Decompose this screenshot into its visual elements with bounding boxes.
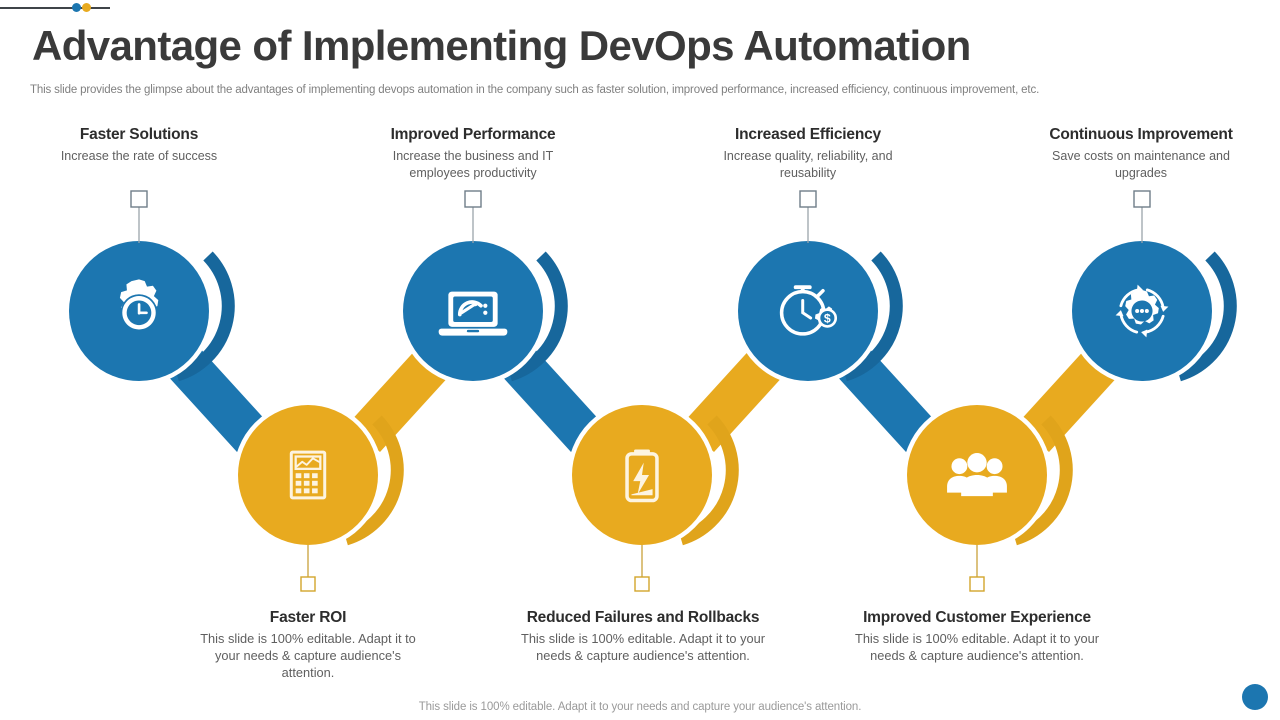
label-improved-performance: Improved Performance Increase the busine… bbox=[363, 126, 583, 181]
circle-halos bbox=[64, 236, 1217, 550]
top-body-0: Increase the rate of success bbox=[60, 149, 218, 163]
circle-reduced-failures bbox=[572, 405, 712, 545]
top-heading-0: Faster Solutions bbox=[79, 126, 199, 143]
bottom-connectors bbox=[300, 545, 985, 592]
corner-accent-dot bbox=[1242, 684, 1268, 710]
ribbon-yellow-1 bbox=[348, 334, 462, 452]
circle-continuous-improvement bbox=[1072, 241, 1212, 381]
bottom-heading-0: Faster ROI bbox=[269, 609, 347, 626]
top-heading-3: Continuous Improvement bbox=[1049, 126, 1233, 143]
gear-clock-icon bbox=[119, 279, 159, 332]
top-body-3: Save costs on maintenance and upgrades bbox=[1052, 149, 1230, 180]
top-decoration-line bbox=[0, 7, 110, 9]
top-body-2: Increase quality, reliability, and reusa… bbox=[723, 149, 893, 180]
bottom-heading-2: Improved Customer Experience bbox=[863, 609, 1091, 626]
label-faster-roi: Faster ROI This slide is 100% editable. … bbox=[198, 609, 418, 681]
calculator-chart-icon bbox=[289, 450, 327, 500]
top-heading-2: Increased Efficiency bbox=[735, 126, 881, 143]
page-title: Advantage of Implementing DevOps Automat… bbox=[32, 22, 971, 69]
accent-arcs bbox=[174, 251, 1237, 546]
ribbon-blue-3 bbox=[824, 334, 938, 452]
bottom-heading-1: Reduced Failures and Rollbacks bbox=[526, 609, 760, 626]
top-connectors bbox=[130, 190, 1151, 243]
top-body-1: Increase the business and IT employees p… bbox=[392, 149, 554, 180]
ribbon-blue-1 bbox=[155, 334, 269, 452]
label-customer-experience: Improved Customer Experience This slide … bbox=[852, 609, 1102, 664]
battery-bolt-icon bbox=[625, 447, 659, 503]
bottom-body-0: This slide is 100% editable. Adapt it to… bbox=[200, 631, 416, 680]
label-increased-efficiency: Increased Efficiency Increase quality, r… bbox=[708, 126, 908, 181]
label-continuous-improvement: Continuous Improvement Save costs on mai… bbox=[1032, 126, 1250, 181]
label-reduced-failures: Reduced Failures and Rollbacks This slid… bbox=[518, 609, 768, 664]
bottom-body-2: This slide is 100% editable. Adapt it to… bbox=[855, 631, 1099, 663]
footer-note: This slide is 100% editable. Adapt it to… bbox=[418, 701, 862, 713]
laptop-speedometer-icon bbox=[436, 289, 510, 338]
icon-circles bbox=[69, 241, 1212, 545]
circle-faster-solutions bbox=[69, 241, 209, 381]
label-faster-solutions: Faster Solutions Increase the rate of su… bbox=[19, 126, 259, 165]
circle-increased-efficiency bbox=[738, 241, 878, 381]
page-subtitle: This slide provides the glimpse about th… bbox=[30, 84, 1040, 96]
top-decoration-dot-yellow bbox=[82, 3, 91, 12]
top-decoration-dot-blue bbox=[72, 3, 81, 12]
circle-customer-experience bbox=[907, 405, 1047, 545]
ribbon-yellow-3 bbox=[1017, 334, 1131, 452]
ribbon-yellow-2 bbox=[682, 334, 796, 452]
bottom-body-1: This slide is 100% editable. Adapt it to… bbox=[521, 631, 765, 663]
stopwatch-dollar-gear-icon bbox=[779, 285, 838, 336]
ribbon-blue-2 bbox=[489, 334, 603, 452]
people-group-icon bbox=[947, 453, 1007, 497]
gear-cycle-arrows-icon bbox=[1114, 283, 1170, 339]
circle-improved-performance bbox=[403, 241, 543, 381]
top-heading-1: Improved Performance bbox=[390, 126, 556, 143]
circle-faster-roi bbox=[238, 405, 378, 545]
